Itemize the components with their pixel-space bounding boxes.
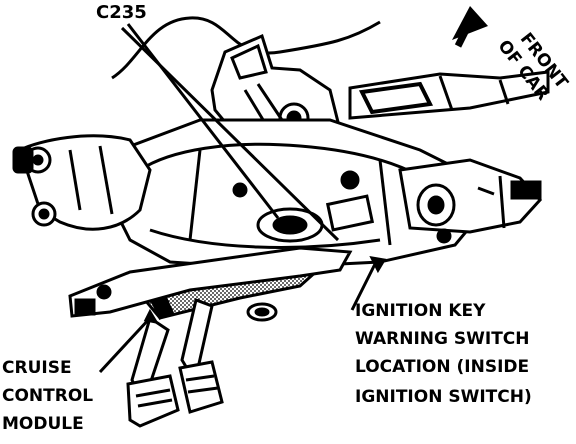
ignition-label-line-4: IGNITION SWITCH): [355, 387, 532, 407]
steering-column-body: [108, 118, 482, 270]
ignition-switch-leader: [350, 256, 387, 311]
wiring-harness-line: [111, 16, 381, 80]
left-mount-bracket: [12, 134, 152, 231]
cruise-module-label-line-3: MODULE: [2, 414, 84, 434]
connector-label: C235: [96, 2, 147, 23]
accelerator-pedal: [178, 297, 224, 414]
ignition-label-line-1: IGNITION KEY: [355, 301, 486, 321]
ignition-label-line-3: LOCATION (INSIDE: [355, 357, 530, 377]
c235-leader-lines: [120, 23, 340, 242]
lower-support-bar: [68, 246, 353, 318]
cruise-module-label-line-1: CRUISE: [2, 358, 72, 378]
ignition-label-line-2: WARNING SWITCH: [355, 329, 530, 349]
cruise-module-label-line-2: CONTROL: [2, 386, 94, 406]
brake-pedal: [126, 315, 180, 428]
pedal-bolt: [246, 302, 278, 322]
ignition-lock-cylinder: [398, 158, 543, 244]
front-arrow-icon: [452, 6, 488, 48]
dash-support-bracket: [348, 70, 550, 120]
cruise-module-leader: [98, 308, 160, 374]
